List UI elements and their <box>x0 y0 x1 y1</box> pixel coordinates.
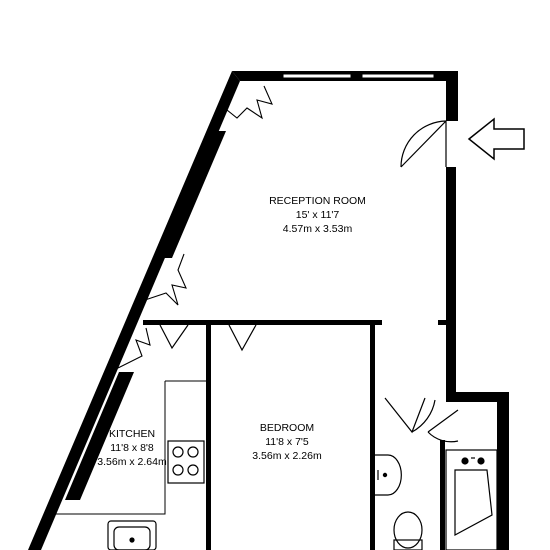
window-top-left <box>282 73 352 79</box>
window-zigzag-3 <box>117 327 151 369</box>
diagonal-wall-thick-lower <box>65 372 134 500</box>
bath-icon <box>445 449 498 550</box>
bathroom-right-wall <box>497 392 509 550</box>
reception-room-label: RECEPTION ROOM 15' x 11'7 4.57m x 3.53m <box>250 194 385 236</box>
bedroom-door <box>228 324 257 352</box>
kitchen-units <box>48 380 206 515</box>
reception-divider-stub <box>438 320 446 325</box>
window-zigzag-1 <box>221 85 273 120</box>
right-wall-lower <box>446 167 456 396</box>
toilet-icon <box>393 511 423 550</box>
kitchen-label: KITCHEN 11'8 x 8'8 3.56m x 2.64m <box>88 427 176 469</box>
bedroom-name: BEDROOM <box>259 422 315 434</box>
window-top-right <box>361 73 435 79</box>
bedroom-metric: 3.56m x 2.26m <box>252 450 322 462</box>
kitchen-metric: 3.56m x 2.64m <box>97 456 167 468</box>
sink-icon <box>107 520 157 550</box>
kitchen-door <box>159 324 189 350</box>
basin-icon <box>375 454 402 496</box>
bedroom-label: BEDROOM 11'8 x 7'5 3.56m x 2.26m <box>232 421 342 463</box>
worktop-inner <box>48 381 166 515</box>
reception-room-name: RECEPTION ROOM <box>269 195 366 207</box>
reception-bedroom-wall <box>143 320 382 325</box>
bathroom-left-wall <box>440 440 445 550</box>
diagonal-wall-thick-upper <box>153 131 226 258</box>
doors <box>159 120 459 443</box>
bathroom-top-wall <box>446 392 509 402</box>
bathroom-door <box>384 397 436 434</box>
right-wall-upper <box>446 71 458 121</box>
bedroom-left-wall <box>206 320 211 550</box>
kitchen-imperial: 11'8 x 8'8 <box>110 442 154 454</box>
hob-icon <box>167 440 205 484</box>
bedroom-imperial: 11'8 x 7'5 <box>265 436 309 448</box>
bathroom-door-swing <box>427 409 459 443</box>
window-zigzag-2 <box>144 253 187 306</box>
reception-room-imperial: 15' x 11'7 <box>295 209 340 221</box>
diagonal-windows <box>117 85 273 369</box>
windows <box>282 73 435 79</box>
entrance-door <box>400 120 447 168</box>
exterior-walls <box>28 71 509 550</box>
interior-walls <box>143 320 446 550</box>
kitchen-name: KITCHEN <box>108 428 156 440</box>
reception-room-metric: 4.57m x 3.53m <box>282 223 353 235</box>
entrance-arrow-icon <box>467 117 525 161</box>
bedroom-right-wall <box>370 320 375 550</box>
